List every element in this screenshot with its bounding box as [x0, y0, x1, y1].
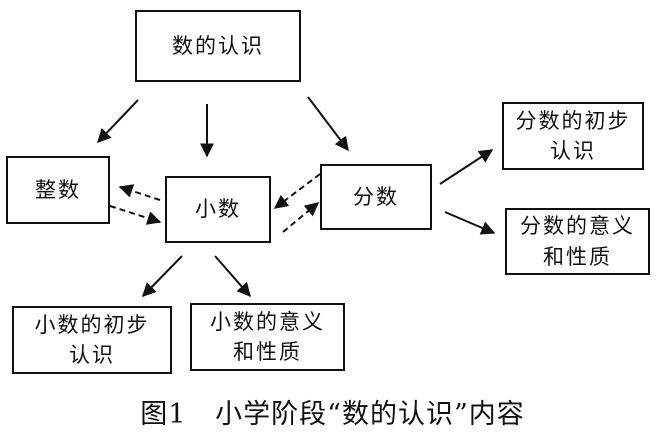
node-fraction-label: 分数 [353, 184, 399, 209]
dashed-arrow-fraction-to-decimal [273, 173, 321, 209]
node-decimal-meaning-label: 小数的意义 和性质 [210, 309, 325, 364]
figure-caption: 图1 小学阶段“数的认识”内容 [0, 392, 665, 431]
node-integer-label: 整数 [35, 177, 81, 202]
node-decimal-initial: 小数的初步 认识 [12, 306, 172, 374]
node-fraction-initial: 分数的初步 认识 [502, 102, 644, 170]
arrow-root-to-integer [97, 99, 139, 144]
node-decimal-label: 小数 [195, 197, 241, 222]
arrow-decimal-to-meaning [214, 255, 251, 298]
node-fraction-meaning-label: 分数的意义 和性质 [520, 214, 635, 269]
arrow-root-to-fraction [307, 96, 349, 152]
node-number-recognition: 数的认识 [135, 10, 301, 82]
dashed-arrow-decimal-to-integer [118, 184, 161, 201]
node-integer: 整数 [6, 156, 110, 224]
node-fraction-meaning: 分数的意义 和性质 [505, 208, 650, 275]
dashed-arrow-integer-to-decimal [109, 205, 162, 225]
arrow-fraction-to-initial [439, 149, 494, 185]
node-decimal-meaning: 小数的意义 和性质 [190, 303, 345, 371]
node-decimal: 小数 [165, 176, 271, 243]
figure-number: 图1 [140, 399, 187, 430]
arrow-fraction-to-meaning [444, 211, 496, 235]
node-fraction: 分数 [320, 164, 432, 230]
arrow-decimal-to-initial [142, 255, 183, 298]
dashed-arrow-decimal-to-fraction [282, 202, 320, 233]
node-decimal-initial-label: 小数的初步 认识 [34, 312, 150, 367]
node-fraction-initial-label: 分数的初步 认识 [515, 108, 631, 163]
figure-title: 小学阶段“数的认识”内容 [215, 399, 525, 430]
node-number-recognition-label: 数的认识 [172, 33, 264, 58]
